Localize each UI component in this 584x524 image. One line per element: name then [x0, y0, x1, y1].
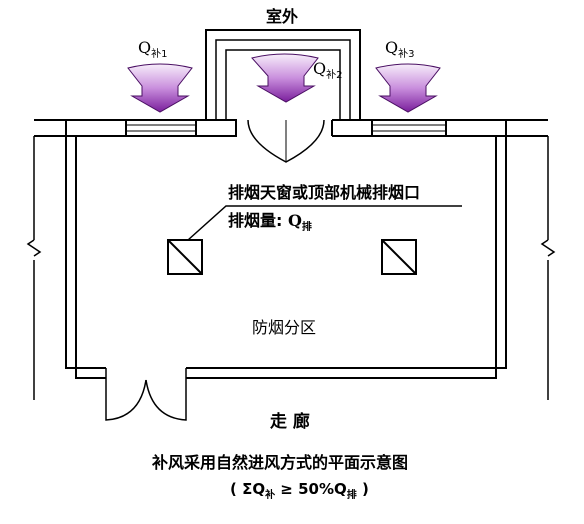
bottom-door-left	[105, 368, 147, 421]
top-wall-left	[34, 119, 126, 137]
supply-arrow-1-icon	[127, 63, 193, 113]
q-supply-3-label: Q补3	[385, 38, 415, 60]
supply-arrow-2-icon	[251, 53, 319, 103]
right-room-wall	[540, 136, 556, 400]
room-inner-wall	[75, 136, 106, 379]
vestibule-inner	[225, 49, 341, 120]
q-supply-1-label: Q补1	[138, 38, 168, 60]
corridor-label: 走 廊	[270, 412, 310, 432]
formula-label: ( ΣQ补 ≥ 50%Q排 )	[230, 480, 369, 501]
outdoor-label: 室外	[266, 7, 299, 26]
q-supply-2-label: Q补2	[313, 59, 343, 81]
leader-line	[187, 205, 462, 241]
bottom-door-right	[145, 368, 187, 421]
left-room-wall	[26, 136, 42, 400]
vestibule-mid	[215, 39, 351, 120]
room-inner-wall-right	[186, 136, 497, 379]
top-wall-mid-left	[76, 119, 237, 137]
top-wall-mid-right	[331, 119, 496, 137]
window-1	[125, 119, 197, 137]
room-outer-wall	[65, 120, 106, 369]
room-outer-wall-right	[186, 120, 507, 369]
smoke-volume-label: 排烟量: Q排	[228, 211, 312, 233]
diagram-caption: 补风采用自然进风方式的平面示意图	[152, 453, 409, 472]
smoke-outlet-label: 排烟天窗或顶部机械排烟口	[228, 183, 421, 202]
vestibule-outer	[205, 29, 361, 120]
top-wall-right	[446, 119, 548, 137]
window-3	[371, 119, 447, 137]
supply-arrow-3-icon	[375, 63, 441, 113]
smoke-zone-label: 防烟分区	[252, 318, 317, 337]
smoke-outlet-1	[167, 239, 203, 275]
smoke-outlet-2	[381, 239, 417, 275]
